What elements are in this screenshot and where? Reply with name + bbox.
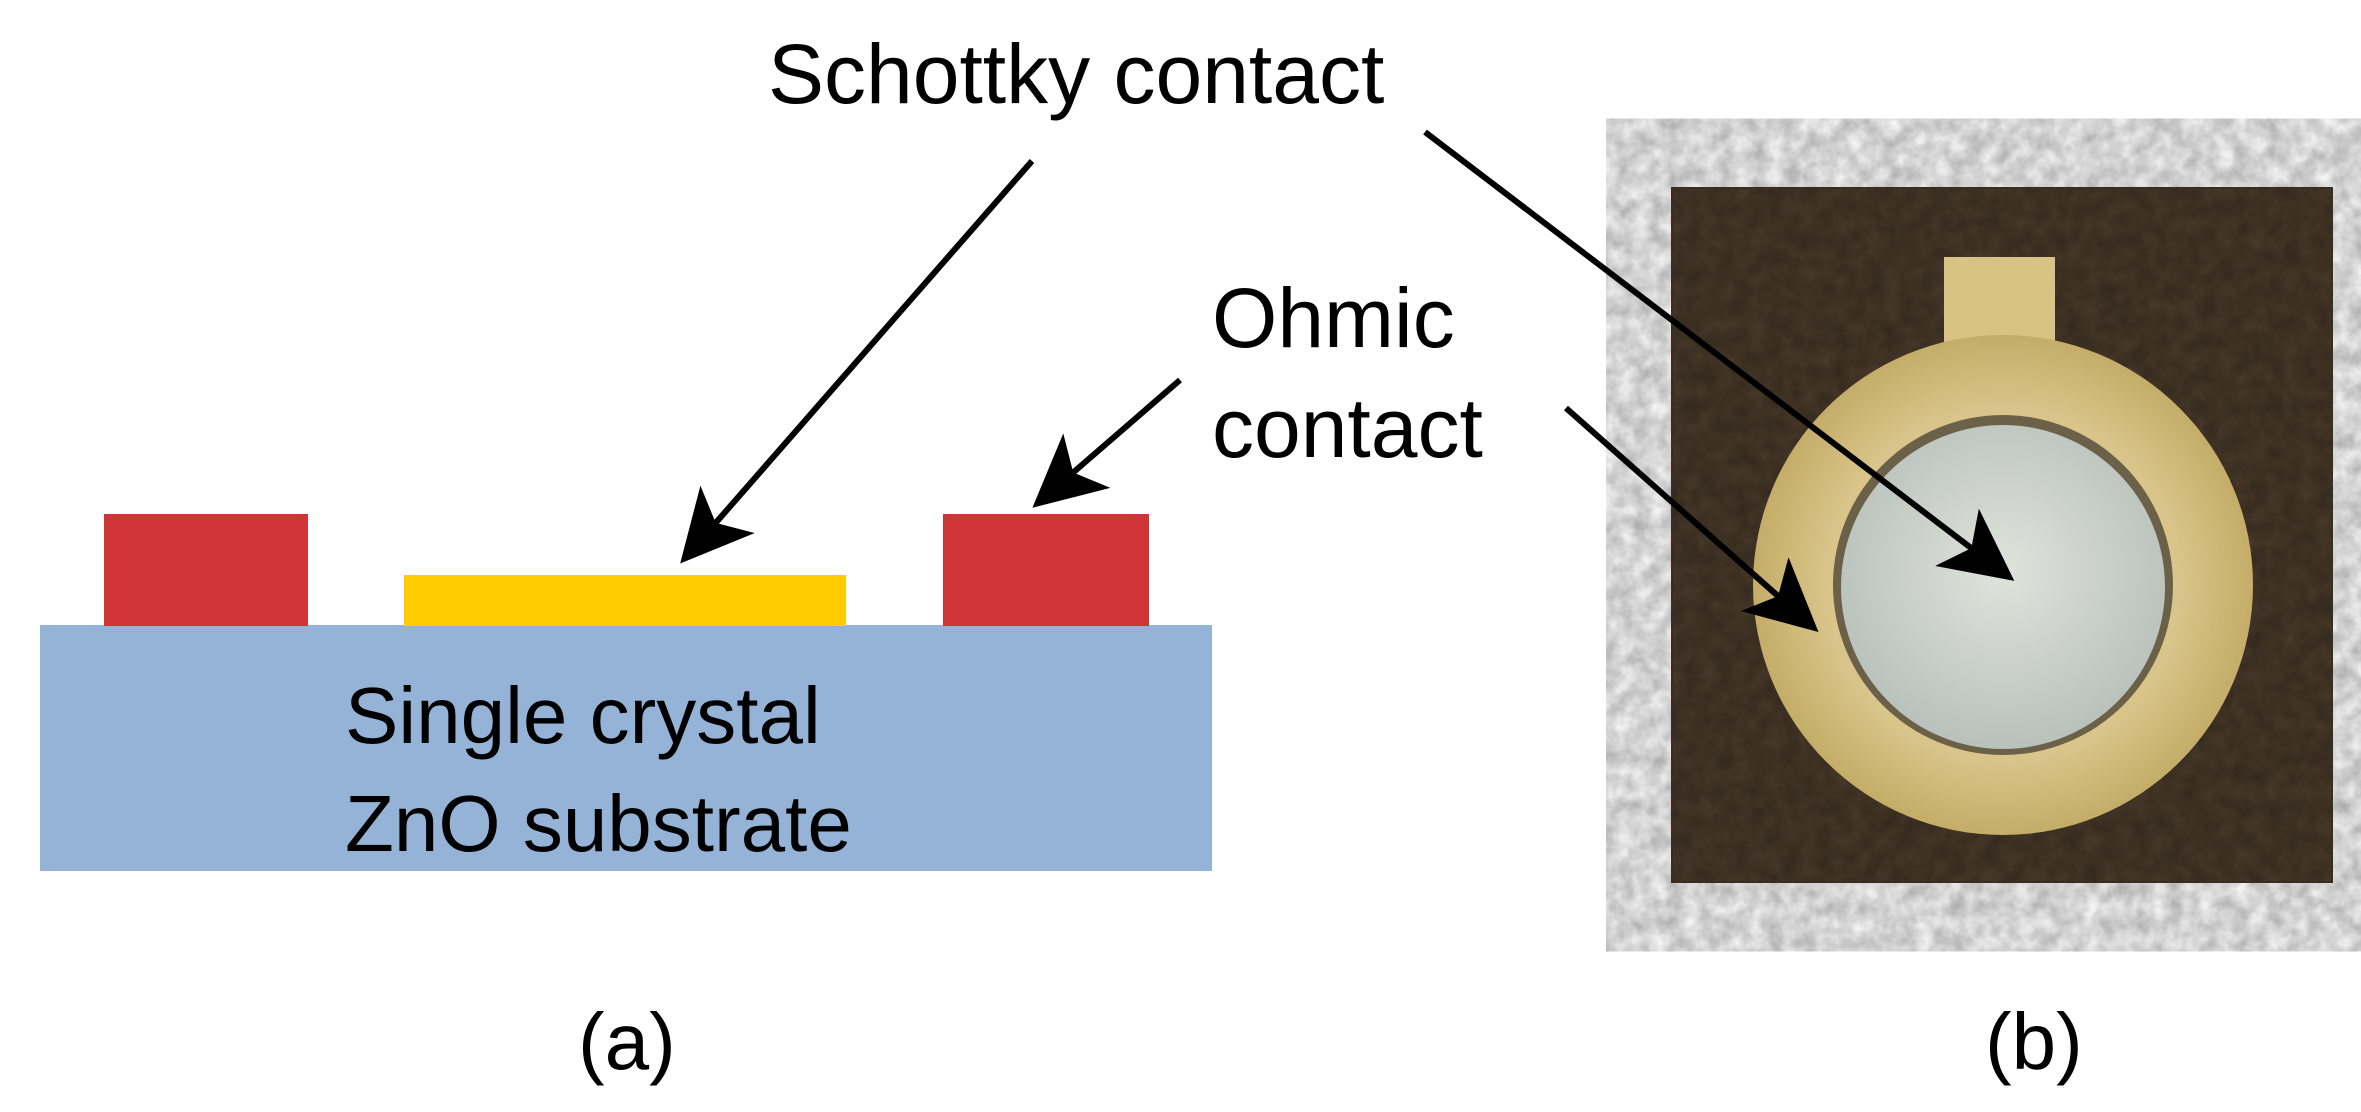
arrow-schottky-to-photo [1423,129,2015,581]
substrate-label-line1: Single crystal [345,671,821,760]
ohmic-contact-label-line1: Ohmic [1212,271,1455,365]
device-micrograph [1671,187,2333,883]
schottky-contact-label: Schottky contact [768,27,1385,121]
panel-a-label: (a) [578,997,676,1086]
arrow-ohmic-to-photo [1564,405,1819,632]
schottky-contact [404,575,846,626]
ohmic-contact-left [104,514,308,626]
ohmic-contact-right [943,514,1149,626]
substrate-label-line2: ZnO substrate [345,779,852,868]
arrows [680,129,2015,632]
arrow-ohmic-to-cross-section [1032,377,1182,508]
cross-section [40,514,1212,871]
panel-b-label: (b) [1985,997,2083,1086]
substrate-label: Single crystal ZnO substrate [345,662,852,878]
schottky-disc [1841,425,2165,749]
arrow-schottky-to-cross-section [680,159,1035,564]
zno-substrate [40,625,1212,871]
ohmic-contact-label-line2: contact [1212,381,1483,475]
